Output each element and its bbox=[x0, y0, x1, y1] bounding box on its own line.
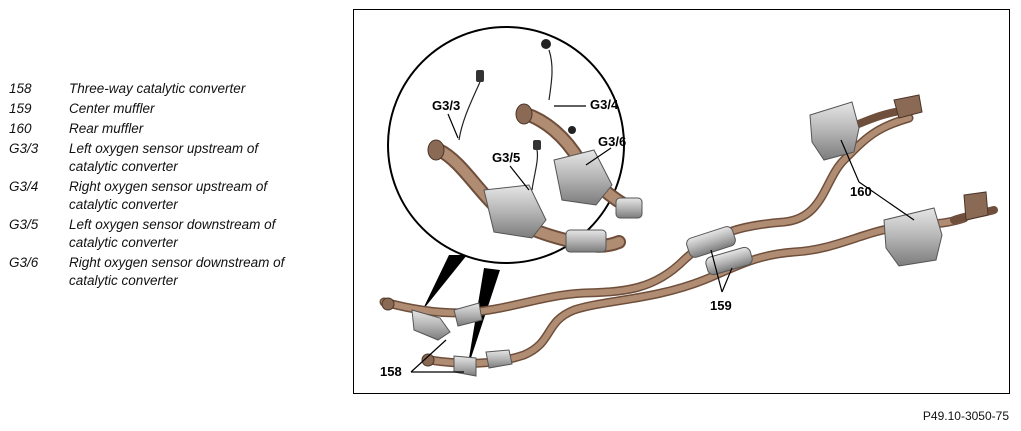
legend-code: G3/6 bbox=[9, 255, 39, 270]
zoom-detail-content bbox=[427, 39, 643, 253]
legend-item: G3/5 Left oxygen sensor downstream of cata… bbox=[9, 216, 339, 252]
legend-description-line: catalytic converter bbox=[69, 273, 178, 288]
legend-code: G3/5 bbox=[9, 217, 39, 232]
legend-description-line: Three-way catalytic converter bbox=[69, 81, 246, 96]
legend-code: 158 bbox=[9, 81, 32, 96]
legend-description: Left oxygen sensor upstream of catalytic … bbox=[69, 140, 339, 176]
legend-item: G3/6 Right oxygen sensor downstream of cat… bbox=[9, 254, 339, 290]
legend-description: Center muffler bbox=[69, 100, 339, 118]
callout-g3-3: G3/3 bbox=[432, 98, 460, 113]
center-muffler-159 bbox=[686, 226, 753, 276]
exhaust-system-figure: G3/3 G3/4 G3/5 G3/6 158 159 160 bbox=[353, 9, 1010, 394]
zoom-wedge-right bbox=[467, 268, 500, 370]
legend-description: Rear muffler bbox=[69, 120, 339, 138]
legend-item: 160 Rear muffler bbox=[9, 120, 339, 138]
legend-item: 159 Center muffler bbox=[9, 100, 339, 118]
callout-g3-4: G3/4 bbox=[590, 97, 619, 112]
legend-list: 158 Three-way catalytic converter 159 Cente… bbox=[9, 80, 339, 292]
legend-code: G3/4 bbox=[9, 179, 39, 194]
legend-description-line: catalytic converter bbox=[69, 159, 178, 174]
legend-item: G3/3 Left oxygen sensor upstream of cataly… bbox=[9, 140, 339, 176]
legend-item: 158 Three-way catalytic converter bbox=[9, 80, 339, 98]
legend-description-line: catalytic converter bbox=[69, 235, 178, 250]
zoom-detail-circle bbox=[387, 26, 625, 264]
legend-description: Right oxygen sensor downstream of catalyt… bbox=[69, 254, 339, 290]
legend-item: G3/4 Right oxygen sensor upstream of catal… bbox=[9, 178, 339, 214]
legend-description-line: Right oxygen sensor upstream of bbox=[69, 179, 268, 194]
zoom-wedge-left bbox=[422, 255, 467, 311]
exhaust-diagram: G3/3 G3/4 G3/5 G3/6 158 159 160 bbox=[379, 26, 998, 379]
legend-description-line: Center muffler bbox=[69, 101, 155, 116]
callout-g3-6: G3/6 bbox=[598, 134, 626, 149]
callout-159: 159 bbox=[710, 298, 732, 313]
legend-description-line: Rear muffler bbox=[69, 121, 144, 136]
legend-code: 159 bbox=[9, 101, 32, 116]
legend-description: Right oxygen sensor upstream of catalytic… bbox=[69, 178, 339, 214]
legend-description: Left oxygen sensor downstream of catalyti… bbox=[69, 216, 339, 252]
legend-description-line: catalytic converter bbox=[69, 197, 178, 212]
legend-code: 160 bbox=[9, 121, 32, 136]
legend-code: G3/3 bbox=[9, 141, 39, 156]
legend-description-line: Left oxygen sensor upstream of bbox=[69, 141, 259, 156]
callout-160: 160 bbox=[850, 184, 872, 199]
callout-g3-5: G3/5 bbox=[492, 150, 520, 165]
legend-description-line: Right oxygen sensor downstream of bbox=[69, 255, 285, 270]
leader-lines bbox=[410, 105, 915, 373]
legend-description: Three-way catalytic converter bbox=[69, 80, 339, 98]
catalytic-converter-158 bbox=[381, 297, 513, 377]
figure-id: P49.10-3050-75 bbox=[922, 409, 1009, 423]
legend-description-line: Left oxygen sensor downstream of bbox=[69, 217, 276, 232]
callout-158: 158 bbox=[380, 364, 402, 379]
rear-muffler-160 bbox=[809, 94, 989, 267]
